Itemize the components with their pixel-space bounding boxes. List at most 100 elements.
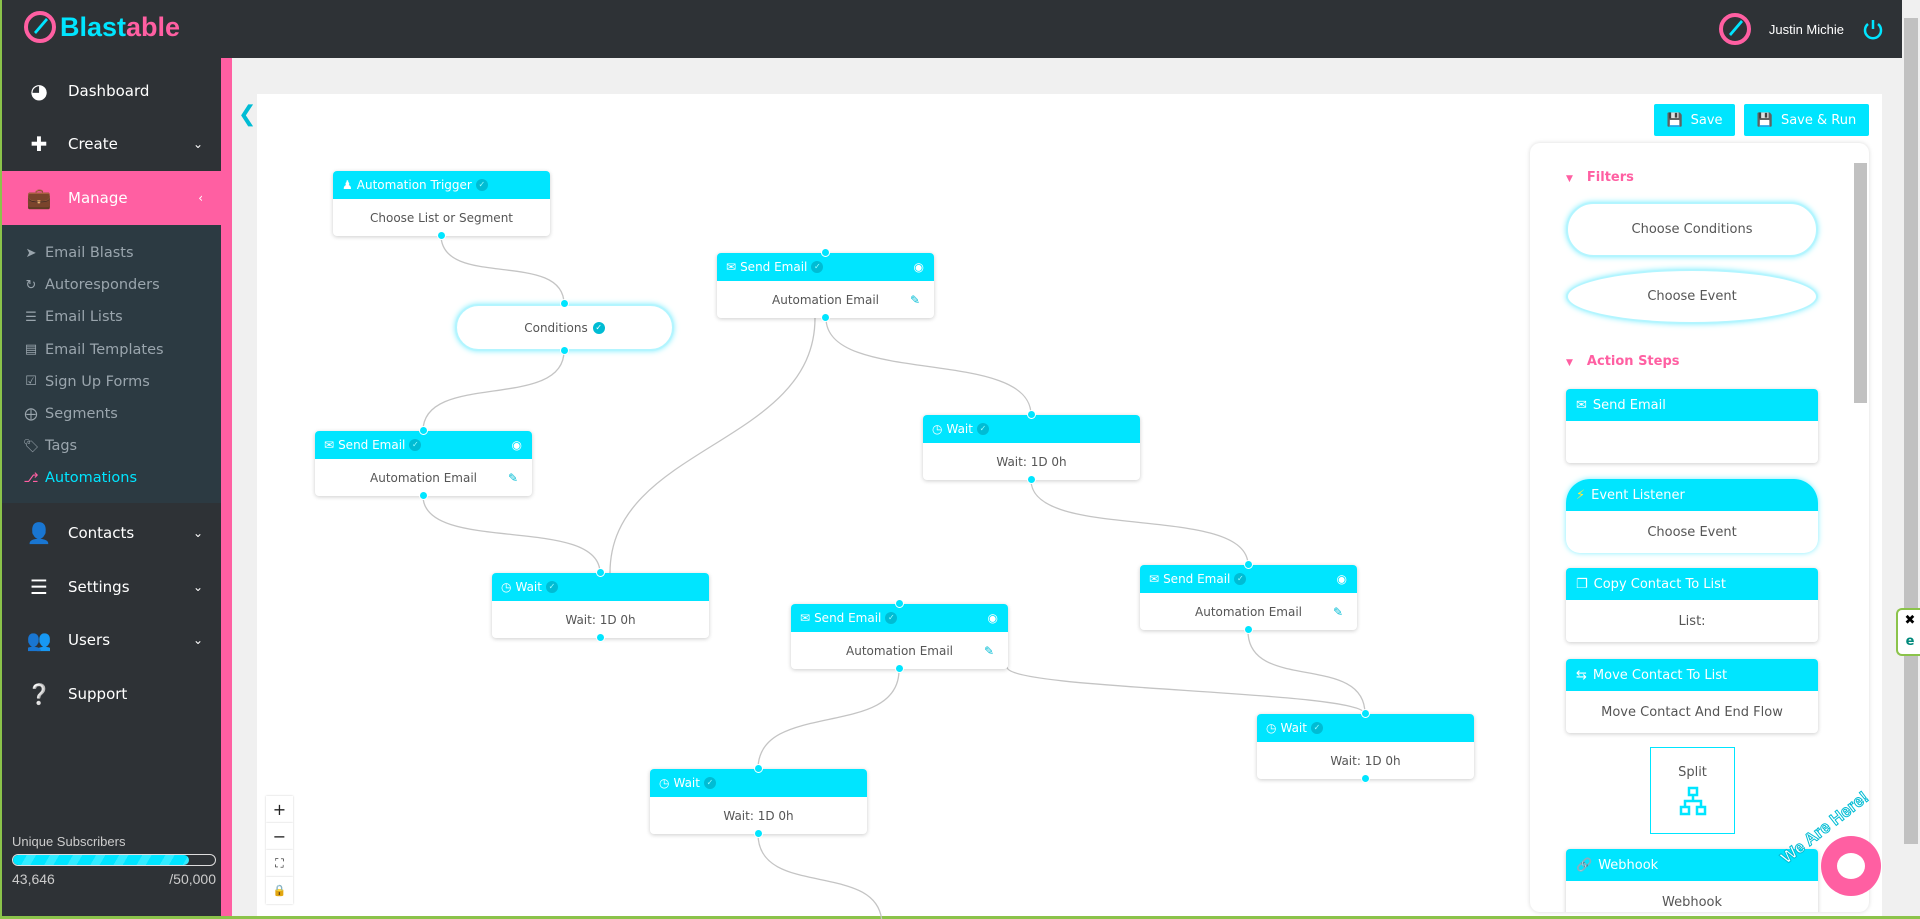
- action-steps-section-toggle[interactable]: ▼Action Steps: [1566, 354, 1680, 369]
- pencil-icon[interactable]: ✎: [507, 470, 518, 485]
- connector-handle[interactable]: [1244, 625, 1253, 634]
- brand-name: Blastable: [60, 11, 181, 42]
- connector-handle[interactable]: [821, 248, 830, 257]
- submenu-email-templates[interactable]: ▤Email Templates: [22, 336, 164, 364]
- flow-node-automation-trigger[interactable]: ♟Automation Trigger✓Choose List or Segme…: [333, 171, 550, 236]
- chat-button[interactable]: [1821, 836, 1881, 896]
- save-label: Save: [1690, 112, 1723, 128]
- sidebar-item-manage[interactable]: 💼Manage‹: [2, 171, 221, 225]
- sidebar-item-users[interactable]: 👥Users⌄: [2, 613, 221, 667]
- accent-strip: [221, 58, 232, 916]
- subscribers-progress: [12, 854, 216, 866]
- lock-button[interactable]: 🔒: [266, 877, 293, 904]
- eye-icon[interactable]: ◉: [913, 260, 924, 274]
- chevron-down-icon: ⌄: [192, 137, 203, 151]
- connector-handle[interactable]: [754, 764, 763, 773]
- connector-handle[interactable]: [1361, 774, 1370, 783]
- connector-handle[interactable]: [437, 231, 446, 240]
- fit-view-button[interactable]: ⛶: [266, 850, 293, 877]
- collapse-sidebar-icon[interactable]: ❮: [238, 102, 257, 127]
- pencil-icon[interactable]: ✎: [909, 292, 920, 307]
- save-button[interactable]: 💾Save: [1654, 104, 1735, 136]
- flow-node-wait[interactable]: ◷Wait✓Wait: 1D 0h: [492, 573, 709, 638]
- palette-send-email[interactable]: ✉Send Email: [1566, 389, 1818, 463]
- save-run-label: Save & Run: [1780, 112, 1857, 128]
- palette-choose-conditions[interactable]: Choose Conditions: [1566, 202, 1818, 257]
- connector-handle[interactable]: [754, 829, 763, 838]
- sidebar-item-dashboard[interactable]: ◕Dashboard: [2, 64, 221, 118]
- eye-icon[interactable]: ◉: [987, 611, 998, 625]
- logo[interactable]: Blastable: [22, 10, 180, 44]
- clipboard-icon: ☑: [25, 374, 37, 390]
- flow-node-send-email[interactable]: ✉Send Email✓◉Automation Email✎: [315, 431, 532, 496]
- mail-icon: ✉: [726, 260, 737, 274]
- eye-icon[interactable]: ◉: [1336, 572, 1347, 586]
- palette-scrollbar[interactable]: [1854, 151, 1867, 911]
- sidebar-item-contacts[interactable]: 👤Contacts⌄: [2, 506, 221, 560]
- eye-icon[interactable]: ◉: [511, 438, 522, 452]
- zoom-out-button[interactable]: −: [266, 823, 293, 850]
- flow-node-conditions[interactable]: Conditions✓: [455, 304, 674, 351]
- connector-handle[interactable]: [596, 568, 605, 577]
- connector-handle[interactable]: [821, 313, 830, 322]
- flow-edge: [1006, 666, 1366, 715]
- flow-node-wait[interactable]: ◷Wait✓Wait: 1D 0h: [1257, 714, 1474, 779]
- power-icon[interactable]: [1862, 18, 1884, 40]
- connector-handle[interactable]: [895, 664, 904, 673]
- flow-node-send-email[interactable]: ✉Send Email✓◉Automation Email✎: [1140, 565, 1357, 630]
- rocket-logo-icon: [24, 11, 56, 43]
- browser-extension-widget[interactable]: ✖e: [1896, 608, 1920, 656]
- connector-handle[interactable]: [419, 491, 428, 500]
- submenu-automations[interactable]: ⎇Automations: [22, 464, 138, 492]
- check-circle-icon: ✓: [703, 777, 716, 789]
- page-scrollbar[interactable]: [1902, 0, 1920, 916]
- avatar[interactable]: [1717, 12, 1751, 46]
- node-body: Wait: 1D 0h: [1330, 753, 1401, 768]
- steps-palette: ▼Filters Choose Conditions Choose Event …: [1530, 143, 1869, 912]
- pencil-icon[interactable]: ✎: [1332, 604, 1343, 619]
- filters-section-toggle[interactable]: ▼Filters: [1566, 170, 1634, 185]
- palette-split[interactable]: Split: [1650, 747, 1735, 834]
- palette-choose-event[interactable]: Choose Event: [1566, 269, 1818, 324]
- user-name[interactable]: Justin Michie: [1768, 21, 1844, 37]
- connector-handle[interactable]: [895, 599, 904, 608]
- sidebar-item-support[interactable]: ❔Support: [2, 667, 221, 721]
- sidebar-item-create[interactable]: ✚Create⌄: [2, 117, 221, 171]
- user-trigger-icon: ♟: [342, 178, 353, 192]
- connector-handle[interactable]: [596, 633, 605, 642]
- submenu-email-lists[interactable]: ☰Email Lists: [22, 303, 123, 331]
- chevron-down-icon: ⌄: [192, 633, 203, 647]
- choose-conditions-label: Choose Conditions: [1631, 222, 1753, 237]
- submenu-email-blasts[interactable]: ➤Email Blasts: [22, 239, 134, 267]
- node-body: Automation Email: [846, 643, 953, 658]
- submenu-sign-up-forms[interactable]: ☑Sign Up Forms: [22, 368, 150, 396]
- connector-handle[interactable]: [560, 299, 569, 308]
- submenu-segments[interactable]: ⨁Segments: [22, 400, 118, 428]
- close-icon[interactable]: ✖: [1904, 613, 1916, 628]
- flow-node-wait[interactable]: ◷Wait✓Wait: 1D 0h: [650, 769, 867, 834]
- sidebar-item-settings[interactable]: ☰Settings⌄: [2, 560, 221, 614]
- node-title: Conditions: [524, 320, 588, 335]
- zoom-in-button[interactable]: +: [266, 796, 293, 823]
- pencil-icon[interactable]: ✎: [983, 643, 994, 658]
- connector-handle[interactable]: [1027, 475, 1036, 484]
- connector-handle[interactable]: [1027, 410, 1036, 419]
- users-icon: 👥: [26, 628, 52, 652]
- submenu-autoresponders[interactable]: ↻Autoresponders: [22, 271, 160, 299]
- subscriber-limit: /50,000: [169, 871, 216, 887]
- flow-node-send-email[interactable]: ✉Send Email✓◉Automation Email✎: [717, 253, 934, 318]
- connector-handle[interactable]: [419, 426, 428, 435]
- connector-handle[interactable]: [560, 346, 569, 355]
- save-and-run-button[interactable]: 💾Save & Run: [1744, 104, 1869, 136]
- template-icon: ▤: [24, 342, 38, 358]
- submenu-tags[interactable]: 🏷Tags: [22, 432, 77, 460]
- flow-node-send-email[interactable]: ✉Send Email✓◉Automation Email✎: [791, 604, 1008, 669]
- connector-handle[interactable]: [1361, 709, 1370, 718]
- flow-node-wait[interactable]: ◷Wait✓Wait: 1D 0h: [923, 415, 1140, 480]
- action-steps-label: Action Steps: [1586, 354, 1680, 369]
- connector-handle[interactable]: [1244, 560, 1253, 569]
